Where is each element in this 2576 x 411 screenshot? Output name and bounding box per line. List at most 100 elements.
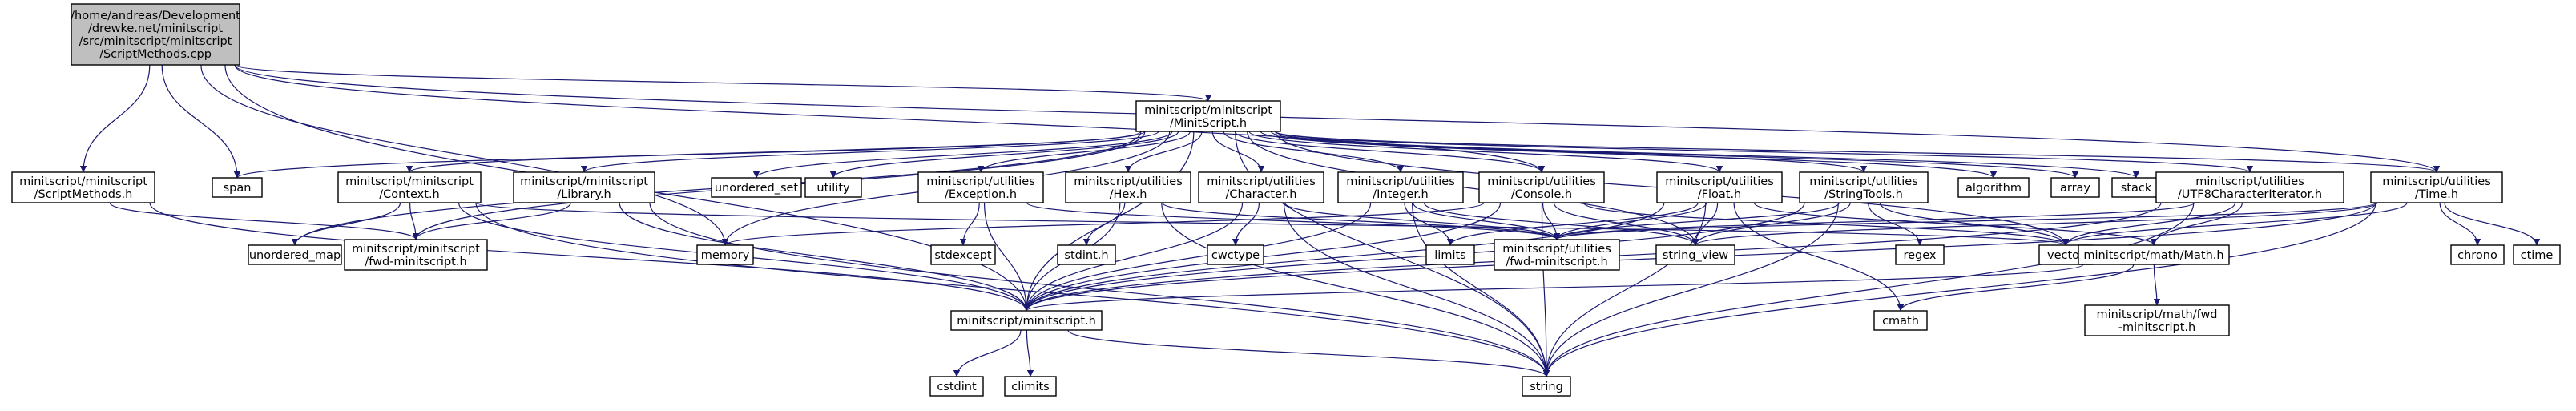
node-ctime: ctime — [2513, 244, 2561, 265]
node-box — [1207, 244, 1264, 265]
node-label: /Context.h — [379, 188, 440, 201]
node-label: unordered_set — [715, 182, 799, 195]
node-label: /fwd-minitscript.h — [1506, 256, 1607, 268]
node-library-h[interactable]: minitscript/minitscript/Library.h — [513, 171, 655, 203]
node-stringtools-h[interactable]: minitscript/utilities/StringTools.h — [1799, 171, 1929, 203]
node-label: minitscript/minitscript — [345, 175, 474, 188]
node-box — [929, 376, 984, 397]
node-label: string — [1530, 381, 1563, 393]
node-minitscript-h[interactable]: minitscript/minitscript/MinitScript.h — [1135, 100, 1281, 132]
edge-minitscript-h-to-stringtools-h — [1260, 131, 1867, 173]
node-math-h[interactable]: minitscript/math/Math.h — [2078, 244, 2230, 265]
edge-hex-h-to-fwd-ut — [1162, 202, 1561, 240]
node-unordered-set: unordered_set — [711, 177, 802, 198]
node-label: /home/andreas/Development — [71, 10, 240, 22]
node-label: regex — [1903, 249, 1936, 262]
edge-minitscript-h-to-array — [1275, 131, 2078, 179]
node-fwd-ms[interactable]: minitscript/minitscript/fwd-minitscript.… — [344, 239, 488, 271]
node-box — [917, 171, 1044, 203]
edge-root-to-memory — [200, 64, 729, 246]
edge-time-h-to-vector — [2062, 202, 2408, 246]
edge-minitscript-h-to-character-h — [1211, 131, 1265, 173]
node-unordered-map: unordered_map — [248, 244, 342, 265]
node-cmath: cmath — [1873, 310, 1928, 331]
node-minitscript-lc-h[interactable]: minitscript/minitscript.h — [950, 310, 1103, 331]
edge-minitscript-h-to-string-view — [1247, 131, 1699, 246]
node-box — [1057, 244, 1116, 265]
node-label: cmath — [1882, 315, 1919, 328]
node-scriptmethods-h[interactable]: minitscript/minitscript/ScriptMethods.h — [11, 171, 155, 203]
node-label: /Integer.h — [1373, 188, 1429, 201]
node-label: minitscript/utilities — [1809, 175, 1918, 188]
node-fwd-ut[interactable]: minitscript/utilities/fwd-minitscript.h — [1494, 239, 1620, 271]
edge-float-h-to-fwd-ut — [1553, 202, 1707, 240]
node-box — [1494, 239, 1620, 271]
node-label: minitscript/minitscript — [352, 243, 480, 256]
node-label: minitscript/utilities — [1207, 175, 1316, 188]
node-label: /Exception.h — [945, 188, 1017, 201]
node-box — [696, 244, 754, 265]
node-string: string — [1522, 376, 1571, 397]
edge-integer-h-to-string-view — [1423, 202, 1699, 246]
node-console-h[interactable]: minitscript/utilities/Console.h — [1478, 171, 1605, 203]
node-box — [1522, 376, 1571, 397]
node-float-h[interactable]: minitscript/utilities/Float.h — [1656, 171, 1783, 203]
node-label: minitscript/math/Math.h — [2083, 249, 2223, 262]
node-context-h[interactable]: minitscript/minitscript/Context.h — [337, 171, 482, 203]
edge-minitscript-h-to-unordered-set — [752, 131, 1173, 179]
node-label: /Time.h — [2415, 188, 2458, 201]
node-label: cwctype — [1211, 249, 1260, 262]
edge-utf8-h-to-string — [1542, 202, 2195, 377]
node-root[interactable]: /home/andreas/Development/drewke.net/min… — [71, 3, 240, 66]
node-label: /StringTools.h — [1824, 188, 1903, 201]
edge-console-h-to-memory — [722, 202, 1485, 246]
node-exception-h[interactable]: minitscript/utilities/Exception.h — [917, 171, 1044, 203]
edge-utf8-h-to-vector — [2062, 202, 2236, 246]
node-math-fwd-h[interactable]: minitscript/math/fwd-minitscript.h — [2084, 304, 2230, 336]
edge-time-h-to-string-view — [1692, 202, 2378, 246]
node-label: cstdint — [937, 381, 977, 393]
node-label: /Library.h — [557, 188, 611, 201]
node-label: /Character.h — [1226, 188, 1297, 201]
node-regex: regex — [1895, 244, 1945, 265]
edge-utf8-h-to-fwd-ut — [1554, 202, 2195, 240]
node-box — [2370, 171, 2503, 203]
node-time-h[interactable]: minitscript/utilities/Time.h — [2370, 171, 2503, 203]
node-box — [248, 244, 342, 265]
node-label: algorithm — [1965, 182, 2022, 195]
node-label: minitscript/minitscript — [19, 175, 147, 188]
node-box — [2078, 244, 2230, 265]
node-label: limits — [1434, 249, 1465, 262]
node-integer-h[interactable]: minitscript/utilities/Integer.h — [1337, 171, 1464, 203]
edge-minitscript-lc-h-to-climits — [1026, 329, 1034, 377]
edge-math-h-to-cmath — [1897, 264, 2135, 312]
edge-float-h-to-limits — [1446, 202, 1699, 246]
node-box — [930, 244, 996, 265]
node-utf8-h[interactable]: minitscript/utilities/UTF8CharacterItera… — [2155, 171, 2344, 203]
node-label: minitscript/utilities — [1074, 175, 1183, 188]
node-box — [1895, 244, 1945, 265]
edge-minitscript-lc-h-to-cstdint — [953, 329, 1022, 377]
node-hex-h[interactable]: minitscript/utilities/Hex.h — [1065, 171, 1191, 203]
node-label: /Float.h — [1698, 188, 1742, 201]
edge-stringtools-h-to-fwd-ut — [1553, 202, 1840, 240]
edge-console-h-to-vector — [1582, 202, 2070, 246]
node-box — [1655, 244, 1735, 265]
node-box — [711, 177, 802, 198]
edge-library-h-to-minitscript-lc-h — [619, 202, 1030, 312]
node-character-h[interactable]: minitscript/utilities/Character.h — [1198, 171, 1324, 203]
node-label: stack — [2121, 182, 2152, 195]
edge-exception-h-to-fwd-ut — [1026, 202, 1560, 240]
node-box — [1004, 376, 1057, 397]
edge-float-h-to-minitscript-lc-h — [1022, 202, 1665, 312]
node-label: minitscript/minitscript — [1144, 104, 1272, 117]
edge-math-h-to-minitscript-lc-h — [1023, 264, 2084, 312]
edge-context-h-to-vector — [475, 202, 2069, 246]
node-box — [950, 310, 1103, 331]
node-box — [1198, 171, 1324, 203]
node-box — [1656, 171, 1783, 203]
edge-minitscript-h-to-utf8-h — [1275, 131, 2253, 173]
edge-time-h-to-string — [1542, 202, 2376, 377]
node-utility: utility — [804, 177, 862, 198]
